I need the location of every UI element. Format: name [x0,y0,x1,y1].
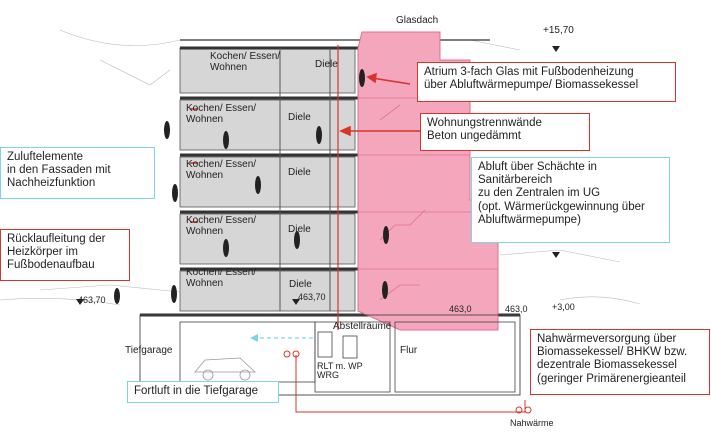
room-label-kochen-4: Kochen/ Essen/ Wohnen [186,103,257,125]
elevation-right-plus-label: +3,00 [552,302,575,312]
room-label-diele-1: Diele [289,279,312,290]
elevation-atrium-label: 463,0 [449,304,472,314]
exhaust-arrow [250,334,258,342]
elevation-left-label: 463,70 [78,295,106,305]
floor-4 [179,99,356,151]
tiefgarage-label: Tiefgarage [125,345,173,356]
elevation-right-label: 463,0 [505,304,528,314]
building-floors [140,39,520,317]
car-sketch [194,357,257,381]
room-label-kochen-1: Kochen/ Essen/ Wohnen [186,267,257,289]
elevation-top-label: +15,70 [543,25,574,36]
room-label-diele-3: Diele [288,167,311,178]
callout-abluft: Abluft über Schächte in Sanitärbereich z… [471,157,670,243]
abstellraeume-label: Abstellräume [333,321,392,332]
room-label-kochen-5: Kochen/ Essen/ Wohnen [210,51,281,73]
nahwaerme-label: Nahwärme [510,418,554,428]
red-arrows [190,72,420,223]
background-sketch [0,29,641,306]
atrium [357,31,499,331]
pipe-circles [283,350,532,414]
district-heating-line [295,355,526,413]
rlt-label: RLT m. WP WRG [317,361,363,381]
floor-5 [179,47,356,94]
floor-1 [179,270,356,312]
callout-fortluft: Fortluft in die Tiefgarage [127,381,279,403]
callout-ruecklauf: Rücklaufleitung der Heizkörper im Fußbod… [0,229,130,281]
floor-3 [179,156,356,208]
room-label-kochen-2: Kochen/ Essen/ Wohnen [186,215,257,237]
room-label-kochen-3: Kochen/ Essen/ Wohnen [186,159,257,181]
people-sketches [114,69,389,304]
room-label-diele-5: Diele [315,59,338,70]
basement [139,314,521,396]
elevation-mid-label: 463,70 [298,292,326,302]
floor-2 [179,213,356,265]
callout-atrium: Atrium 3-fach Glas mit Fußbodenheizung ü… [417,62,676,102]
room-label-diele-4: Diele [288,112,311,123]
callout-zuluft: Zuluftelemente in den Fassaden mit Nachh… [0,147,155,199]
flur-label: Flur [400,345,418,356]
callout-wohnungstrennwaende: Wohnungstrennwände Beton ungedämmt [420,113,590,151]
callout-nahwaermeversorgung: Nahwärmeversorgung über Biomassekessel/ … [530,329,710,395]
room-label-diele-2: Diele [288,224,311,235]
glasdach-label: Glasdach [396,15,439,26]
elevation-markers [76,46,560,305]
